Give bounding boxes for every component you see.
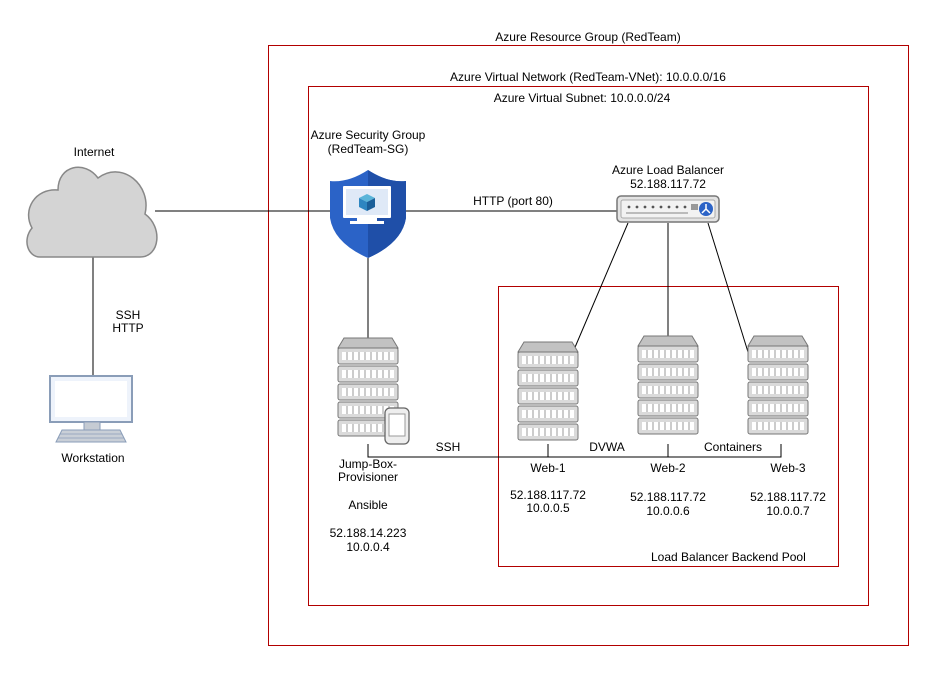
jumpbox-private-ip: 10.0.0.4 xyxy=(346,540,390,554)
web1-server-icon xyxy=(517,341,579,441)
ssh-bus-label: SSH xyxy=(435,440,461,454)
jumpbox-role: Ansible xyxy=(348,498,388,512)
load-balancer-title: Azure Load Balancer xyxy=(611,163,725,177)
vnet-label: Azure Virtual Network (RedTeam-VNet): 10… xyxy=(450,70,726,84)
web2-server-icon xyxy=(637,335,699,435)
workstation-label: Workstation xyxy=(61,451,125,465)
http-port-label: HTTP (port 80) xyxy=(473,194,553,208)
cloud-icon xyxy=(26,166,158,258)
dvwa-label: DVWA xyxy=(589,440,625,454)
web1-public-ip: 52.188.117.72 xyxy=(510,488,586,502)
lb-to-web3-line xyxy=(707,222,749,353)
web3-private-ip: 10.0.0.7 xyxy=(766,504,810,518)
jumpbox-name-line2: Provisioner xyxy=(337,470,399,484)
ssh-link-label: SSH xyxy=(115,308,141,322)
resource-group-label: Azure Resource Group (RedTeam) xyxy=(495,30,681,44)
load-balancer-icon xyxy=(616,195,720,223)
lb-to-web1-line xyxy=(572,222,629,353)
vnet-boundary xyxy=(308,86,869,606)
workstation-icon xyxy=(49,375,133,443)
web2-private-ip: 10.0.0.6 xyxy=(646,504,690,518)
web3-name: Web-3 xyxy=(770,461,806,475)
shield-icon xyxy=(330,170,406,258)
internet-label: Internet xyxy=(73,145,115,159)
security-group-title: Azure Security Group xyxy=(310,128,426,142)
containers-label: Containers xyxy=(703,440,763,454)
web1-name: Web-1 xyxy=(530,461,566,475)
backend-pool-label: Load Balancer Backend Pool xyxy=(651,550,806,564)
web3-server-icon xyxy=(747,335,809,435)
http-link-label: HTTP xyxy=(112,321,144,335)
web1-private-ip: 10.0.0.5 xyxy=(526,501,570,515)
resource-group-boundary xyxy=(268,45,909,646)
subnet-label: Azure Virtual Subnet: 10.0.0.0/24 xyxy=(493,91,671,105)
ssh-bus-line xyxy=(367,444,782,458)
jumpbox-public-ip: 52.188.14.223 xyxy=(329,526,407,540)
web2-name: Web-2 xyxy=(650,461,686,475)
jumpbox-name-line1: Jump-Box- xyxy=(338,457,398,471)
web2-public-ip: 52.188.117.72 xyxy=(630,490,706,504)
web3-public-ip: 52.188.117.72 xyxy=(750,490,826,504)
security-group-name: (RedTeam-SG) xyxy=(327,142,409,156)
jumpbox-server-icon xyxy=(337,337,410,445)
load-balancer-ip: 52.188.117.72 xyxy=(630,177,706,191)
